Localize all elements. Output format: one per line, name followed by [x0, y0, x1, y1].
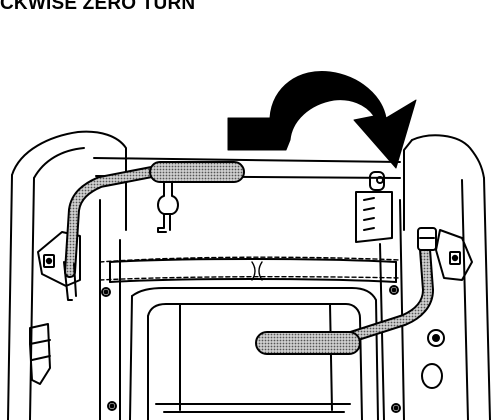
left-latch	[157, 179, 179, 233]
right-side-panel	[379, 134, 491, 420]
seat-frame	[93, 157, 401, 420]
right-latch	[355, 171, 393, 243]
motion-control-lever-right	[255, 227, 437, 355]
motion-control-lever-left	[63, 161, 245, 301]
clockwise-arrow-icon	[227, 70, 417, 169]
left-side-panel	[7, 130, 127, 420]
diagram-caption: CKWISE ZERO TURN	[0, 0, 196, 14]
